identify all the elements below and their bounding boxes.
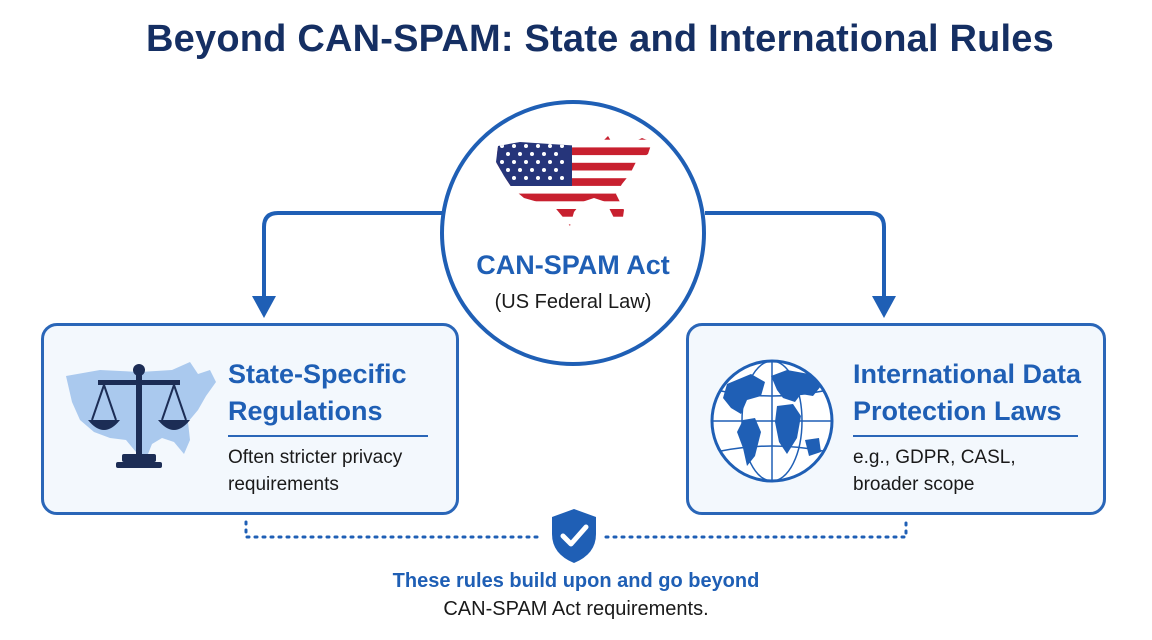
arrow-to-state xyxy=(262,211,442,300)
international-desc-line1: e.g., GDPR, CASL, xyxy=(853,447,1016,468)
page-title: Beyond CAN-SPAM: State and International… xyxy=(146,18,1054,60)
shield-check-icon xyxy=(552,509,596,563)
arrowhead-left xyxy=(252,296,276,318)
state-regulations-card: State-Specific Regulations Often stricte… xyxy=(41,323,459,515)
international-divider xyxy=(853,435,1078,437)
state-desc-line2: requirements xyxy=(228,474,339,495)
state-title-line2: Regulations xyxy=(228,396,383,426)
us-flag-map-icon xyxy=(496,136,652,226)
international-desc-line2: broader scope xyxy=(853,474,975,495)
state-desc-line1: Often stricter privacy xyxy=(228,447,403,468)
footer-note-line1: These rules build upon and go beyond xyxy=(392,570,760,592)
scales-of-justice-icon xyxy=(66,362,216,468)
international-title-line2: Protection Laws xyxy=(853,396,1062,426)
international-laws-card: International Data Protection Laws e.g.,… xyxy=(686,323,1106,515)
can-spam-subtitle: (US Federal Law) xyxy=(494,291,652,313)
footer-note-line2: CAN-SPAM Act requirements. xyxy=(443,598,709,620)
international-title-line1: International Data xyxy=(853,359,1082,389)
dotted-link-left xyxy=(244,520,542,539)
arrowhead-right xyxy=(872,296,896,318)
can-spam-title: CAN-SPAM Act xyxy=(476,250,670,280)
globe-icon xyxy=(710,359,834,483)
state-title-line1: State-Specific xyxy=(228,359,407,389)
arrow-to-international xyxy=(705,211,886,300)
dotted-link-right xyxy=(604,520,908,539)
can-spam-circle: CAN-SPAM Act (US Federal Law) xyxy=(440,100,706,366)
state-divider xyxy=(228,435,428,437)
